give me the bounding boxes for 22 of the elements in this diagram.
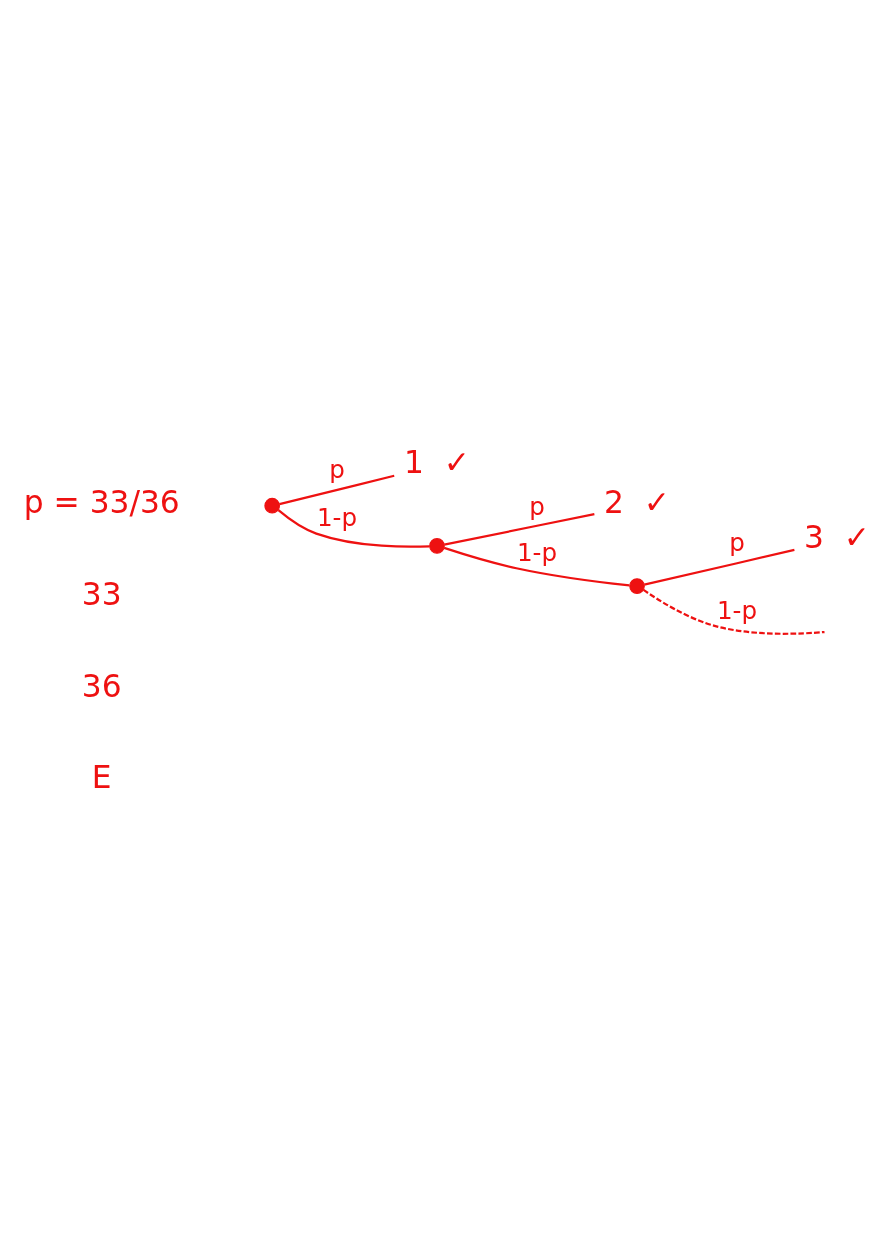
label: p = 33/36 — [23, 483, 180, 520]
label: E — [91, 758, 112, 795]
node-circle — [263, 497, 280, 513]
node-text: 2 ✓ — [603, 483, 670, 520]
edge-label: p — [528, 491, 545, 521]
connector — [443, 512, 595, 546]
edge-label: p — [328, 454, 345, 484]
node-circle — [628, 577, 645, 594]
connector — [278, 474, 394, 505]
label: 33 — [81, 575, 122, 612]
edge-label: 1-p — [716, 595, 757, 625]
node-text: 1 ✓ — [403, 443, 470, 480]
connector — [643, 548, 795, 586]
connector — [277, 508, 430, 548]
connector — [443, 546, 629, 587]
label: 36 — [81, 667, 122, 704]
edge-label: p — [728, 527, 745, 557]
node-text: 3 ✓ — [803, 518, 870, 555]
edge-label: 1-p — [516, 537, 557, 567]
connector — [642, 588, 825, 635]
edge-label: 1-p — [316, 502, 357, 532]
node-circle — [428, 537, 445, 554]
